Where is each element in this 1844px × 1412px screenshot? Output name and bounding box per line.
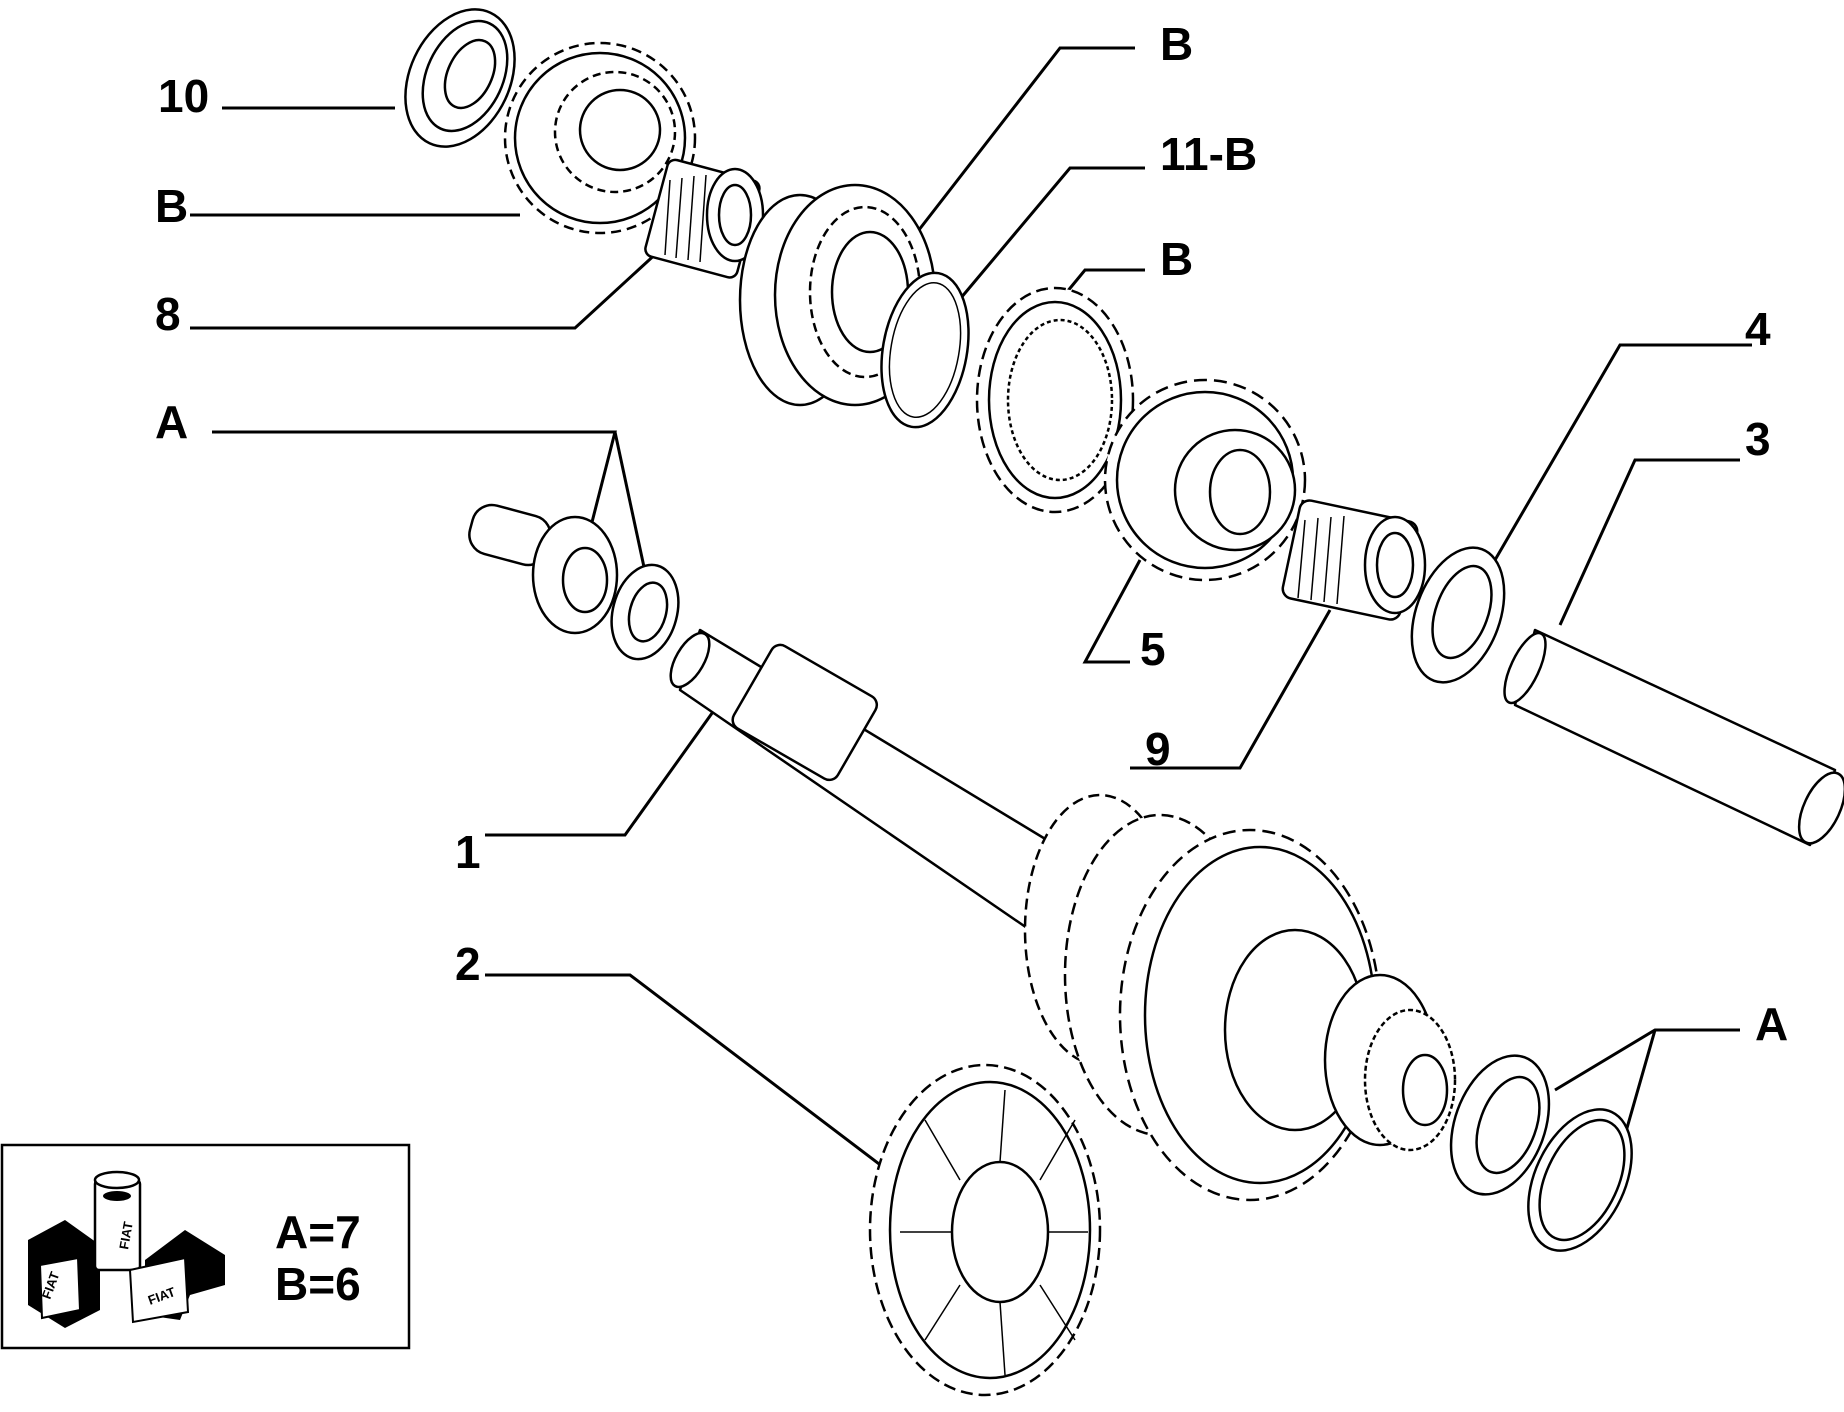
label-11-b: 11-B [1160,128,1257,180]
label-9: 9 [1145,723,1171,775]
leader-lines [190,46,1752,1197]
kit-line-b: B=6 [275,1258,361,1310]
part-b-ring-gear [975,286,1135,514]
part-9-needle-bearing [1281,499,1427,621]
label-b-top: B [1160,18,1193,70]
part-11b-snap-ring [880,271,970,429]
label-5: 5 [1140,623,1166,675]
part-a-right-bearing [1449,1054,1551,1196]
part-8-needle-bearing [644,158,765,279]
label-2: 2 [455,938,481,990]
kit-icon: FIAT FIAT FIAT [28,1170,225,1328]
part-5-gear [1103,378,1307,582]
label-b-mid: B [1160,233,1193,285]
label-a-right: A [1755,998,1788,1050]
kit-line-a: A=7 [275,1206,361,1258]
kit-legend-box: FIAT FIAT FIAT A=7 B=6 [0,1143,411,1350]
part-a-left-bearing [610,563,680,661]
part-10-seal [404,8,516,148]
label-4: 4 [1745,303,1771,355]
label-1: 1 [455,826,481,878]
part-b-gear-top-left [503,41,697,235]
part-4-thrust-washer [1410,546,1506,684]
part-1-main-shaft [669,628,1457,1202]
label-3: 3 [1745,413,1771,465]
label-b-top-left: B [155,180,188,232]
part-a-left-bearing-cap [468,503,619,635]
part-2-gear [868,1063,1102,1397]
kit-logo-text-mid: FIAT [116,1220,136,1250]
label-8: 8 [155,288,181,340]
label-a-left: A [155,396,188,448]
part-3-shaft-pin [1503,628,1844,847]
label-10: 10 [158,70,209,122]
part-a-right-shim [1527,1108,1633,1252]
